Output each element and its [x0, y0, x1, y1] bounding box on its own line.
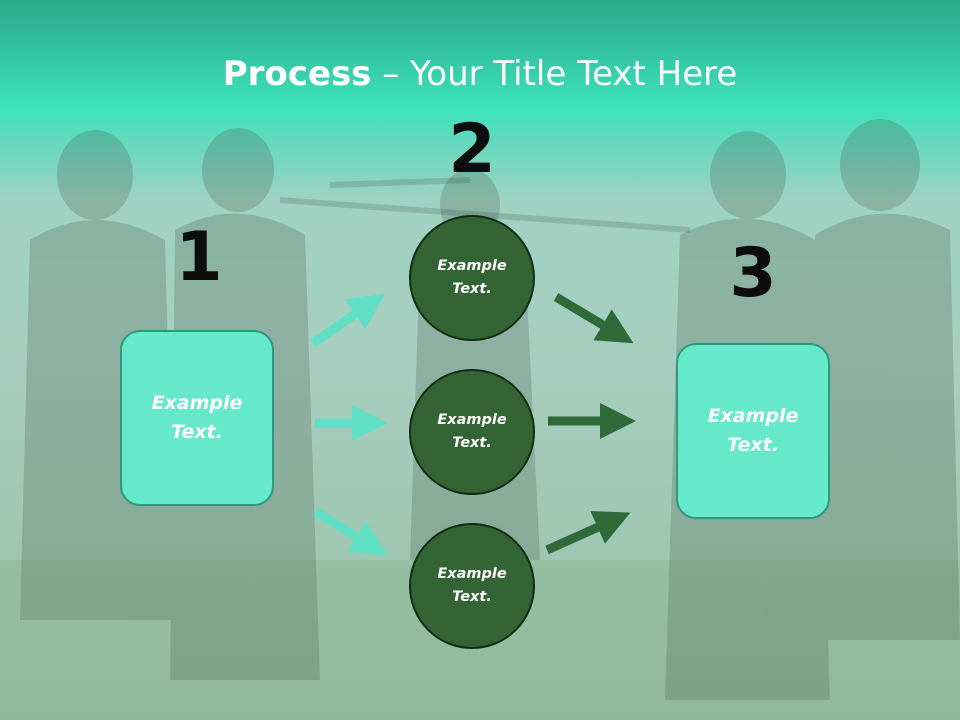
circle-1-text: Example Text.: [437, 258, 507, 297]
arrow-light-up: [310, 293, 385, 347]
left-box: Example Text.: [120, 330, 274, 506]
step-number-3: 3: [729, 234, 777, 313]
arrow-light-down: [313, 508, 388, 556]
circle-2: Example Text.: [409, 369, 535, 495]
slide-title: Process – Your Title Text Here: [0, 54, 960, 94]
step-number-1: 1: [175, 218, 223, 297]
title-rest: – Your Title Text Here: [371, 54, 738, 94]
step-number-2: 2: [448, 110, 496, 189]
right-box-text: Example Text.: [707, 405, 799, 456]
circle-3-text: Example Text.: [437, 566, 507, 605]
right-box: Example Text.: [676, 343, 830, 519]
arrow-dark-down: [553, 293, 634, 344]
arrow-dark-up: [545, 510, 631, 555]
circle-1: Example Text.: [409, 215, 535, 341]
circle-3: Example Text.: [409, 523, 535, 649]
left-box-text: Example Text.: [151, 392, 243, 443]
title-bold: Process: [222, 54, 372, 94]
circle-2-text: Example Text.: [437, 412, 507, 451]
